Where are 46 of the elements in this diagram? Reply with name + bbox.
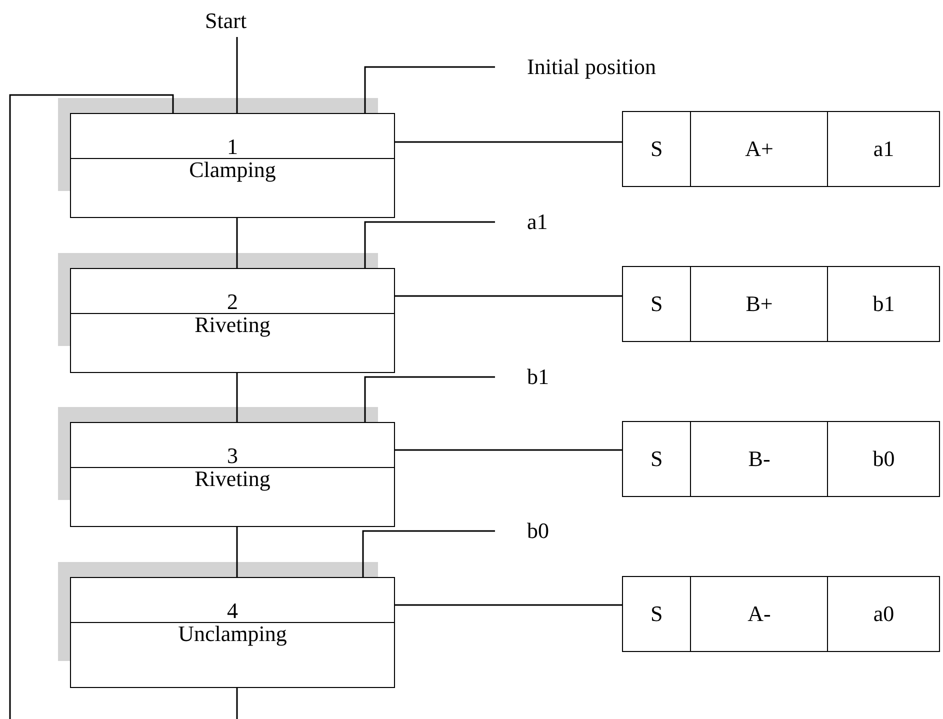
step-name: Clamping <box>189 159 276 181</box>
transition-condition: a1 <box>495 205 565 239</box>
action-name: A+ <box>745 136 774 162</box>
feedback-signal: b1 <box>872 291 895 317</box>
connector-line <box>395 449 622 451</box>
step-number: 4 <box>227 600 238 622</box>
action-qualifier: S <box>650 446 663 472</box>
connector-line <box>362 530 495 577</box>
connector-line <box>395 141 622 143</box>
connector-line <box>364 376 495 422</box>
step-box <box>70 577 395 688</box>
step-box <box>70 113 395 218</box>
action-name: B- <box>748 446 770 472</box>
step-name: Riveting <box>194 468 270 490</box>
connector-line <box>364 66 495 113</box>
action-qualifier: S <box>650 136 663 162</box>
step-name: Riveting <box>194 314 270 336</box>
transition-condition: Initial position <box>495 50 715 84</box>
action-box <box>622 111 940 187</box>
step-number: 3 <box>227 445 238 467</box>
step-name: Unclamping <box>178 623 287 645</box>
feedback-signal: a1 <box>873 136 894 162</box>
start-label: Start <box>205 5 271 37</box>
step-number: 1 <box>227 136 238 158</box>
action-qualifier: S <box>650 291 663 317</box>
transition-condition: b0 <box>495 514 565 548</box>
action-name: A- <box>748 601 771 627</box>
action-box <box>622 576 940 652</box>
feedback-signal: b0 <box>872 446 895 472</box>
feedback-signal: a0 <box>873 601 894 627</box>
connector-line <box>9 94 238 719</box>
connector-line <box>364 221 495 268</box>
action-box <box>622 266 940 342</box>
action-box <box>622 421 940 497</box>
connector-line <box>236 527 238 577</box>
connector-line <box>236 373 238 422</box>
action-name: B+ <box>746 291 773 317</box>
transition-condition: b1 <box>495 360 565 394</box>
step-number: 2 <box>227 291 238 313</box>
connector-line <box>395 295 622 297</box>
connector-line <box>236 218 238 268</box>
step-box <box>70 422 395 527</box>
connector-line <box>395 604 622 606</box>
action-qualifier: S <box>650 601 663 627</box>
step-box <box>70 268 395 373</box>
connector-line <box>236 37 238 113</box>
